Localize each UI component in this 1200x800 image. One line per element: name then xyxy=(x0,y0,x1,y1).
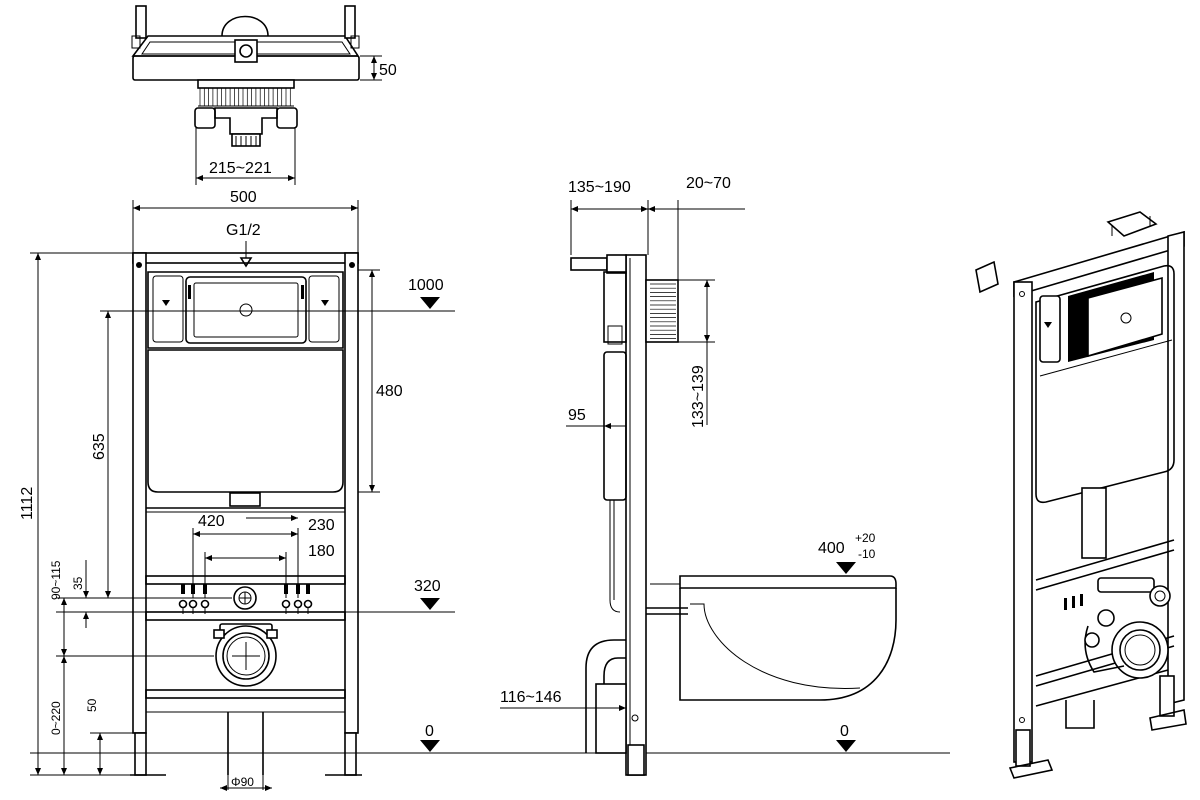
dim-leg-span: 215~221 xyxy=(209,160,272,177)
dim-bolt-offset: 35 xyxy=(71,576,85,590)
dim-button-height: 133~139 xyxy=(690,365,707,428)
dim-flush-height: 635 xyxy=(91,433,108,460)
level-0-front: 0 xyxy=(425,723,434,740)
bolt-slot xyxy=(181,584,185,594)
level-marker-1000 xyxy=(420,297,440,309)
dim-foot: 50 xyxy=(85,698,99,712)
iso-slot xyxy=(1080,594,1083,606)
level-marker-0-front xyxy=(420,740,440,752)
front-view: 500 G1/2 xyxy=(19,189,950,791)
top-view-ribs xyxy=(198,88,294,107)
dim-drain-height-range: 0~220 xyxy=(49,701,63,735)
dim-flush-depth: 20~70 xyxy=(686,175,731,192)
isometric-view xyxy=(975,211,1187,779)
level-marker-400 xyxy=(836,562,856,574)
dim-width-500: 500 xyxy=(230,189,257,206)
iso-slot xyxy=(1064,598,1067,610)
dim-side-depth-top: 135~190 xyxy=(568,179,631,196)
dim-pipe-depth: 116~146 xyxy=(500,689,562,706)
bolt-head xyxy=(188,599,198,609)
bolt-head xyxy=(293,599,303,609)
dim-bolt-height-range: 90~115 xyxy=(49,560,63,600)
dim-depth-50: 50 xyxy=(379,62,397,79)
dim-bolt-inner: 180 xyxy=(308,543,335,560)
top-view: 50 215~221 xyxy=(131,5,397,185)
bolt-slot xyxy=(306,584,310,594)
dim-bolt-mid: 230 xyxy=(308,517,335,534)
bowl-tol-minus: -10 xyxy=(858,547,876,561)
bolt-head xyxy=(281,599,291,609)
bolt-head xyxy=(200,599,210,609)
level-marker-320 xyxy=(420,598,440,610)
level-0-side: 0 xyxy=(840,723,849,740)
bolt-head xyxy=(178,599,188,609)
dim-pipe-diameter: Φ90 xyxy=(231,775,254,789)
level-1000: 1000 xyxy=(408,277,444,294)
side-view: 135~190 20~70 133~139 95 116~146 xyxy=(500,175,897,776)
bolt-head xyxy=(303,599,313,609)
dim-bolt-outer: 420 xyxy=(198,513,225,530)
bowl-tol-plus: +20 xyxy=(855,531,876,545)
level-marker-0-side xyxy=(836,740,856,752)
inlet-label: G1/2 xyxy=(226,222,261,239)
dim-bowl-height: 400 xyxy=(818,540,845,557)
flush-button-ribs xyxy=(650,283,676,339)
dim-cistern-height: 480 xyxy=(376,383,403,400)
dim-cistern-depth: 95 xyxy=(568,407,586,424)
iso-slot xyxy=(1072,596,1075,608)
dim-total-height: 1112 xyxy=(19,487,36,520)
iso-bolt-slots xyxy=(1064,594,1083,610)
level-320: 320 xyxy=(414,578,441,595)
